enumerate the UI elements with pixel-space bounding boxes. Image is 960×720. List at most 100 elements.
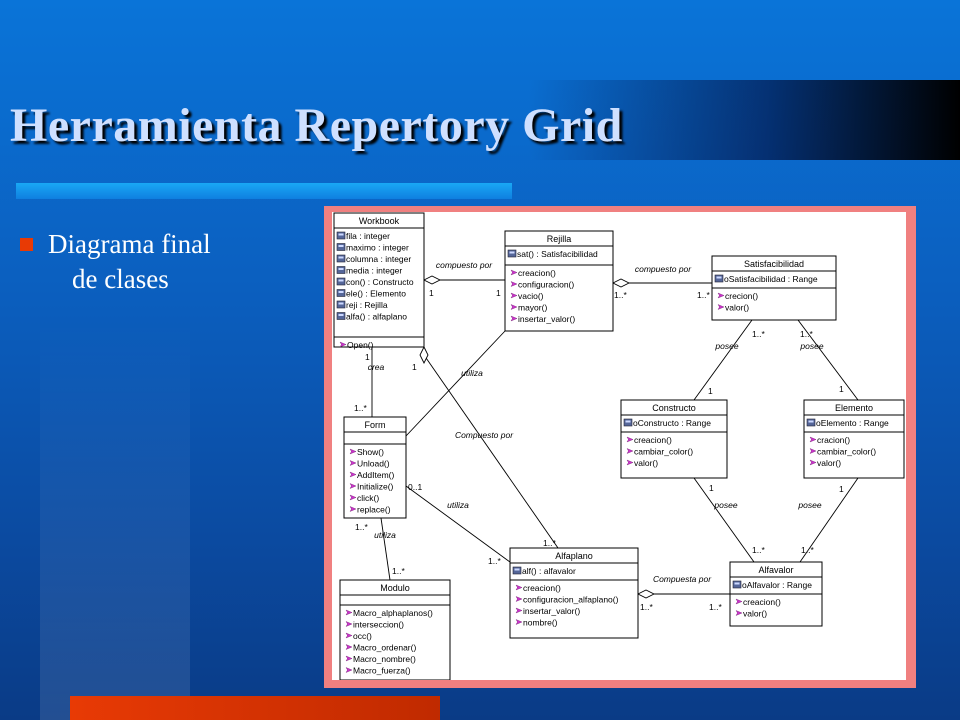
class-elemento-attr-icon	[806, 418, 816, 427]
class-modulo	[339, 579, 451, 680]
assoc-wb-alfp-mult-1: 1	[412, 362, 417, 372]
class-modulo-method-icon	[345, 644, 353, 650]
class-alfaplano-method-icon	[515, 607, 523, 614]
class-satisfacibilidad-method: valor()	[725, 303, 749, 313]
class-elemento-attribute: oElemento : Range	[816, 418, 889, 428]
assoc-ele-alfv-line	[799, 477, 859, 563]
assoc-rej-sat-mult-1: 1..*	[614, 290, 627, 300]
class-alfaplano-method: nombre()	[523, 618, 558, 628]
class-alfaplano-attr-icon	[512, 566, 522, 575]
class-rejilla-method-icon	[510, 292, 518, 299]
class-form-method: Initialize()	[357, 482, 394, 492]
class-modulo-method: Macro_fuerza()	[353, 666, 411, 676]
class-form-method: replace()	[357, 505, 391, 515]
assoc-form-alfp-line	[405, 485, 511, 563]
assoc-rej-sat-mult-2: 1..*	[697, 290, 710, 300]
class-workbook-attr-icon	[336, 300, 346, 309]
class-modulo-method: interseccion()	[353, 620, 404, 630]
assoc-form-alfp-mult-2: 1..*	[488, 556, 501, 566]
class-alfavalor-attr-icon-shine	[734, 582, 740, 585]
assoc-con-alfv-line	[693, 477, 755, 563]
class-rejilla-method: configuracion()	[518, 280, 574, 290]
assoc-con-alfv-label: posee	[713, 500, 737, 510]
class-rejilla-method: creacion()	[518, 268, 556, 278]
class-alfaplano-name: Alfaplano	[555, 551, 593, 561]
assoc-ele-alfv-label: posee	[797, 500, 821, 510]
class-modulo-method-icon	[345, 609, 353, 616]
title-underline	[16, 183, 512, 199]
class-workbook-attr-icon-shine	[338, 291, 344, 293]
class-alfavalor-attribute: oAlfavalor : Range	[742, 580, 812, 590]
bullet-line-1: Diagrama final	[48, 229, 211, 259]
class-form-name: Form	[365, 420, 386, 430]
class-workbook-attr-icon-shine	[338, 314, 344, 316]
class-form-method: click()	[357, 493, 379, 503]
class-alfaplano-method-icon	[515, 596, 523, 602]
class-rejilla-attribute: sat() : Satisfacibilidad	[517, 249, 598, 259]
class-workbook-attr-icon	[336, 254, 346, 263]
class-alfaplano-method: configuracion_alfaplano()	[523, 595, 619, 605]
class-satisfacibilidad-attr-icon-shine	[716, 276, 722, 279]
class-constructo	[620, 399, 728, 479]
class-modulo-method-icon	[345, 632, 353, 639]
class-constructo-method-icon	[626, 459, 634, 466]
class-constructo-method: creacion()	[634, 435, 672, 445]
class-rejilla-box	[504, 230, 614, 332]
assoc-sat-ele-mult-2: 1	[839, 384, 844, 394]
class-constructo-method-icon	[626, 436, 634, 443]
bullet-square-icon	[20, 238, 33, 251]
assoc-form-mod-mult-1: 1..*	[355, 522, 368, 532]
class-workbook-attr-icon-shine	[338, 245, 344, 247]
class-elemento-attr-icon-shine	[808, 420, 814, 423]
assoc-form-mod-mult-2: 1..*	[392, 566, 405, 576]
class-elemento-method: cambiar_color()	[817, 447, 876, 457]
assoc-wb-rejilla-mult-1: 1	[429, 288, 434, 298]
class-rejilla-name: Rejilla	[547, 234, 572, 244]
class-satisfacibilidad-attr-icon	[714, 274, 724, 283]
class-rejilla	[504, 230, 614, 332]
assoc-sat-ele-label: posee	[799, 341, 823, 351]
class-rejilla-method: insertar_valor()	[518, 314, 575, 324]
class-alfaplano-method: creacion()	[523, 583, 561, 593]
aggregation-diamond-icon	[611, 278, 631, 288]
class-workbook-attr-icon	[336, 231, 346, 240]
class-alfaplano	[509, 547, 639, 639]
class-satisfacibilidad-method-icon	[717, 304, 725, 310]
class-elemento-box	[803, 399, 905, 479]
assoc-wb-form-mult-2: 1..*	[354, 403, 367, 413]
assoc-ele-alfv-mult-2: 1..*	[801, 545, 814, 555]
assoc-sat-con-line	[693, 319, 753, 401]
class-elemento-method: valor()	[817, 458, 841, 468]
class-rejilla-method-icon	[510, 304, 518, 310]
class-workbook-attribute: fila : integer	[346, 231, 390, 241]
class-modulo-method: Macro_ordenar()	[353, 643, 416, 653]
class-modulo-box	[339, 579, 451, 680]
class-satisfacibilidad-method: crecion()	[725, 291, 758, 301]
class-workbook-attribute: reji : Rejilla	[346, 300, 388, 310]
assoc-sat-con-mult-1: 1..*	[752, 329, 765, 339]
slide-title: Herramienta Repertory Grid	[10, 99, 623, 152]
class-constructo-box	[620, 399, 728, 479]
class-elemento-method-icon	[809, 459, 817, 466]
bottom-accent-bar	[70, 696, 440, 720]
class-modulo-method-icon	[345, 621, 353, 627]
class-alfavalor-method: valor()	[743, 609, 767, 619]
class-workbook-attr-icon-shine	[338, 256, 344, 259]
class-form-method-icon	[349, 448, 357, 455]
class-satisfacibilidad	[711, 255, 837, 321]
class-workbook-name: Workbook	[359, 216, 400, 226]
class-rejilla-method: mayor()	[518, 303, 547, 313]
assoc-wb-alfp-mult-2: 1..*	[543, 538, 556, 548]
class-constructo-attribute: oConstructo : Range	[633, 418, 711, 428]
assoc-alfp-alfv-mult-1: 1..*	[640, 602, 653, 612]
class-modulo-method: Macro_nombre()	[353, 654, 416, 664]
aggregation-diamond-icon	[419, 345, 429, 365]
assoc-form-mod-line	[380, 517, 391, 581]
class-workbook-attribute: con() : Constructo	[346, 277, 414, 287]
class-elemento-method-icon	[809, 436, 817, 443]
class-alfavalor	[729, 561, 823, 627]
aggregation-diamond-icon	[636, 589, 656, 599]
class-form-method: AddItem()	[357, 470, 394, 480]
assoc-sat-ele-line	[797, 319, 859, 401]
